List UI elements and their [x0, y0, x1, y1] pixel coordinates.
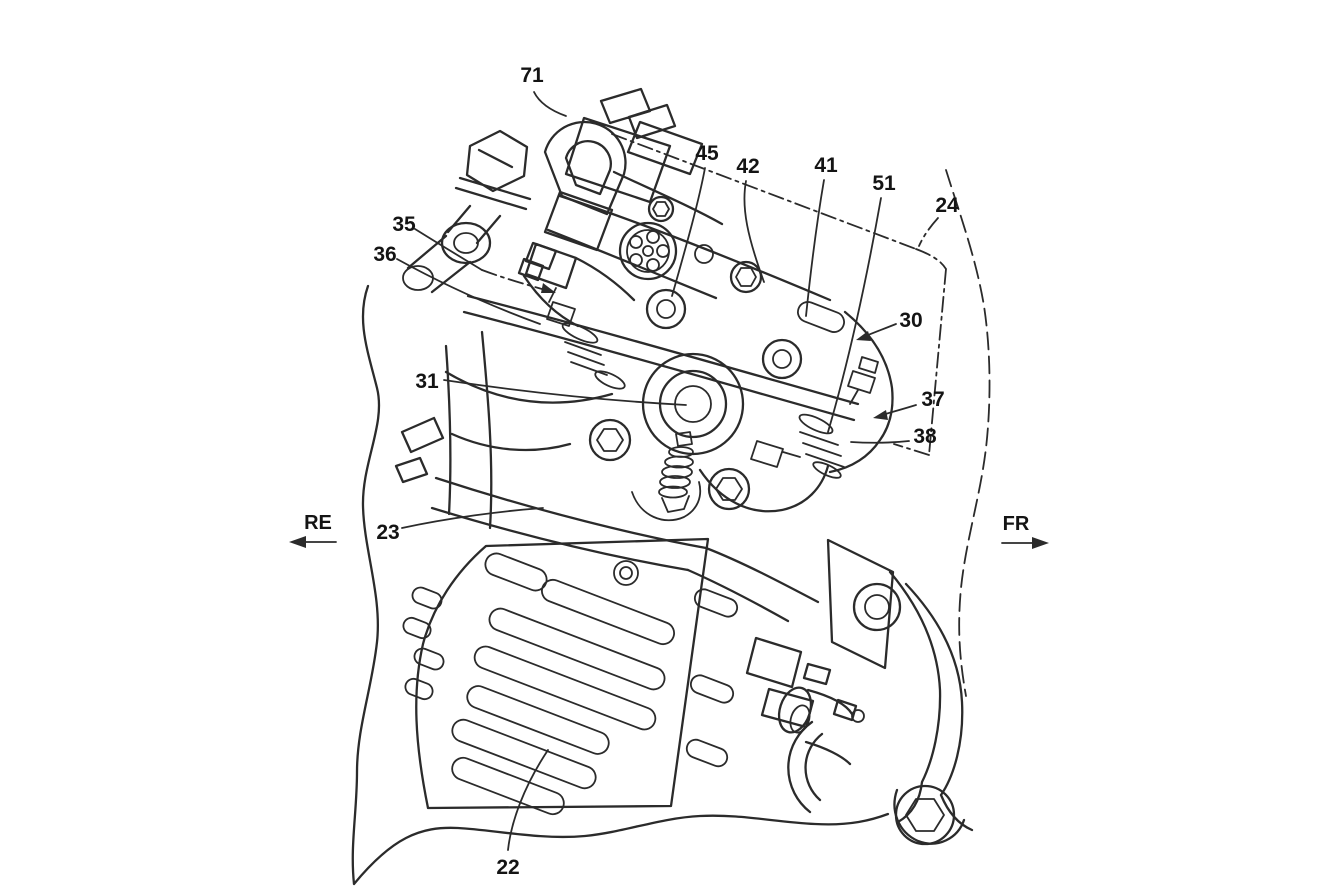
banjo-ring-inner: [453, 232, 479, 254]
break-edge-left-bottom: [351, 284, 890, 886]
clutch-and-pivot: [777, 686, 966, 846]
leader-37-arrowhead: [873, 410, 888, 420]
pivot-bolt: [894, 784, 956, 846]
leader-36: [396, 258, 541, 325]
cylinder-head-detail-lines: [394, 242, 830, 572]
fuel-fitting: [402, 129, 532, 294]
sprocket-bolt-hex: [652, 201, 670, 217]
direction-indicator-rear: RE: [289, 512, 337, 548]
pivot-bolt-hex: [905, 798, 945, 832]
part-label-24: 24: [935, 194, 959, 217]
part-label-30: 30: [899, 309, 922, 332]
leader-35: [414, 228, 483, 271]
part-label-36: 36: [373, 243, 396, 266]
fr-arrow-head: [1032, 537, 1049, 549]
leader-22: [507, 749, 549, 851]
part-label-22: 22: [496, 856, 519, 879]
part-label-41: 41: [814, 154, 838, 177]
part-label-35: 35: [392, 213, 416, 236]
cylinder-block-outline: [415, 537, 710, 810]
sprocket-bolt: [647, 195, 675, 223]
valve-spring-left: [546, 287, 626, 390]
part-label-38: 38: [913, 425, 937, 448]
part-label-23: 23: [376, 521, 399, 544]
leader-71: [533, 91, 567, 117]
leader-45: [671, 167, 706, 297]
hex-bolts: [588, 418, 751, 586]
part-label-51: 51: [872, 172, 896, 195]
direction-indicator-front: FR: [1001, 513, 1049, 549]
re-arrow-head: [289, 536, 306, 548]
leader-41: [805, 179, 825, 317]
part-label-71: 71: [520, 64, 544, 87]
leader-51: [827, 197, 882, 433]
rocker-bosses: [645, 244, 803, 380]
direction-label-re: RE: [304, 512, 332, 534]
leader-24: [918, 217, 939, 247]
break-edge-right: [945, 169, 991, 697]
hex-bolt-upper: [729, 260, 763, 294]
cam-sprocket: [618, 195, 678, 281]
banjo-ring-outer: [440, 221, 492, 265]
carrier-slot: [797, 301, 845, 333]
leader-23: [401, 507, 544, 529]
leader-31: [443, 379, 687, 406]
valve-spring-right: [750, 356, 879, 479]
region-24-dashdot-frame: [611, 133, 947, 456]
direction-label-fr: FR: [1003, 513, 1030, 535]
part-label-31: 31: [415, 370, 439, 393]
leader-42: [743, 180, 765, 283]
part-label-37: 37: [921, 388, 944, 411]
injector-clamp-assembly: [517, 87, 704, 282]
spark-plug: [631, 431, 702, 522]
part-label-45: 45: [695, 142, 719, 165]
leader-38: [850, 440, 910, 444]
leader-30-arrowhead: [856, 331, 871, 341]
cylinder-fins: [402, 552, 739, 816]
mount-hole: [852, 582, 902, 632]
leader-35-arrowhead: [541, 283, 556, 293]
part-label-42: 42: [736, 155, 759, 178]
